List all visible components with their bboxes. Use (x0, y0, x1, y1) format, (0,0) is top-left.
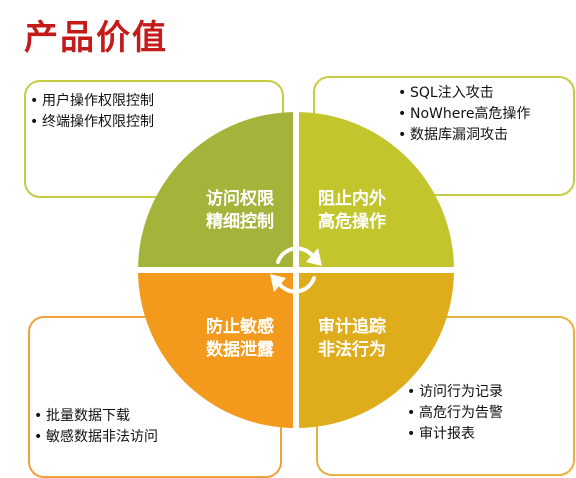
quadrant-label-top-left: 访问权限 精细控制 (206, 189, 274, 232)
list-item: •批量数据下载 (34, 406, 158, 427)
list-bottom-left: •批量数据下载 •敏感数据非法访问 (34, 406, 158, 448)
list-item: •NoWhere高危操作 (398, 104, 530, 125)
list-item: •SQL注入攻击 (398, 83, 530, 104)
bullet-icon: • (34, 408, 43, 424)
quadrant-label-bottom-left: 防止敏感 数据泄露 (206, 317, 274, 360)
list-item: •用户操作权限控制 (30, 91, 154, 112)
quadrant-label-top-right: 阻止内外 高危操作 (318, 189, 386, 232)
quadrant-bottom-right-wedge (296, 270, 454, 428)
quadrant-bottom-left-wedge (138, 270, 296, 428)
bullet-icon: • (398, 106, 407, 122)
arrow-head-icon (306, 248, 322, 266)
list-item: •终端操作权限控制 (30, 112, 154, 133)
bullet-icon: • (407, 405, 416, 421)
quadrant-top-left-wedge (138, 112, 296, 270)
bullet-icon: • (407, 384, 416, 400)
arrow-head-icon (270, 274, 286, 292)
list-item: •敏感数据非法访问 (34, 427, 158, 448)
bullet-icon: • (30, 114, 39, 130)
cycle-arrows-icon (276, 246, 316, 294)
list-top-left: •用户操作权限控制 •终端操作权限控制 (30, 91, 154, 133)
quadrant-top-right-wedge (296, 112, 454, 270)
bullet-icon: • (34, 429, 43, 445)
list-item: •数据库漏洞攻击 (398, 125, 530, 146)
list-top-right: •SQL注入攻击 •NoWhere高危操作 •数据库漏洞攻击 (398, 83, 530, 146)
bullet-icon: • (407, 426, 416, 442)
list-item: •审计报表 (407, 424, 503, 445)
bullet-icon: • (30, 93, 39, 109)
list-item: •高危行为告警 (407, 403, 503, 424)
bullet-icon: • (398, 85, 407, 101)
list-item: •访问行为记录 (407, 382, 503, 403)
bullet-icon: • (398, 127, 407, 143)
quadrant-label-bottom-right: 审计追踪 非法行为 (318, 317, 386, 360)
list-bottom-right: •访问行为记录 •高危行为告警 •审计报表 (407, 382, 503, 445)
page-title: 产品价值 (24, 18, 168, 58)
